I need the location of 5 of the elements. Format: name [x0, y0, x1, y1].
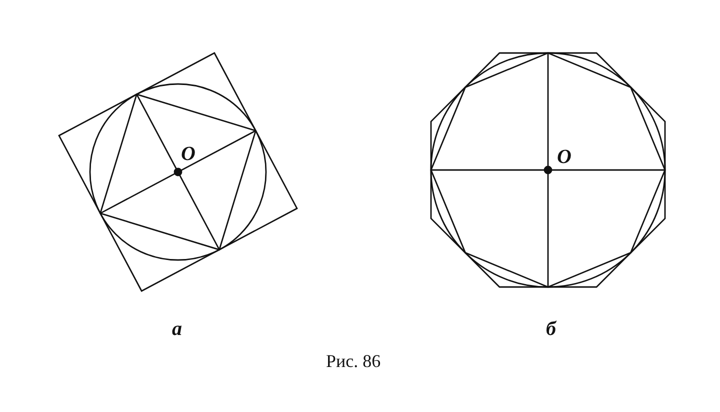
- point-label: O: [557, 146, 572, 168]
- point-label: O: [181, 143, 196, 165]
- figure-label: б: [546, 318, 556, 340]
- figure-caption: Рис. 86: [326, 350, 381, 372]
- figure-label: а: [172, 318, 182, 340]
